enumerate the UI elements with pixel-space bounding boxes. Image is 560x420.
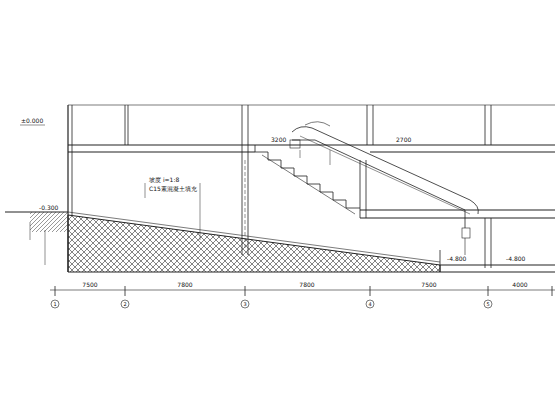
axis-number: 2 xyxy=(122,301,127,308)
note-text: C15素混凝土填充 xyxy=(148,185,198,192)
elevation: -4.800 xyxy=(446,255,467,262)
dimension: 7800 xyxy=(298,281,315,288)
dimension: 4000 xyxy=(511,281,528,288)
elevation: -0.300 xyxy=(38,204,59,211)
dimension: 2700 xyxy=(395,136,412,143)
elevation: -4.800 xyxy=(505,255,526,262)
dimension: 3200 xyxy=(270,136,287,143)
axis-number: 3 xyxy=(242,301,247,308)
dimension: 7800 xyxy=(176,281,193,288)
note-text: 坡度 i=1:8 xyxy=(148,176,180,183)
dimension: 7500 xyxy=(81,281,98,288)
elevation: ±0.000 xyxy=(20,117,44,124)
axis-number: 1 xyxy=(52,301,57,308)
dimension: 7500 xyxy=(420,281,437,288)
axis-number: 4 xyxy=(367,301,372,308)
axis-number: 5 xyxy=(485,301,490,308)
